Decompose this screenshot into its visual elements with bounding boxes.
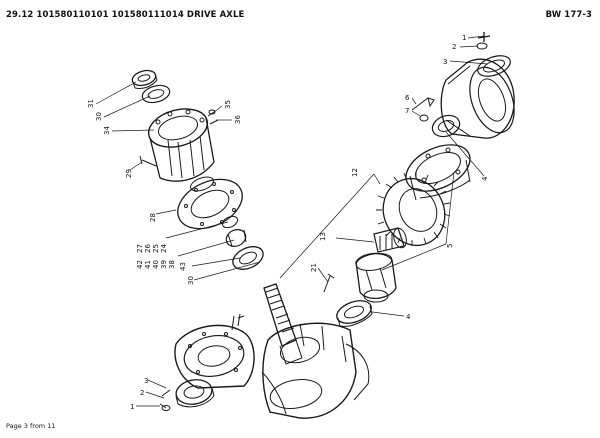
axle-housing-center — [261, 322, 370, 419]
callout-label: 30 — [187, 276, 195, 285]
brake-disc-28 — [177, 176, 243, 230]
callout-label: 27 — [136, 244, 144, 253]
callout-label: 4 — [406, 313, 411, 321]
callout-label: 6 — [405, 94, 410, 102]
callout-label: 7 — [405, 107, 409, 115]
callout-labels: 1 2 3 6 7 4 12 13 5 21 4 31 30 34 35 36 … — [87, 34, 489, 411]
callout-label: 12 — [351, 168, 359, 177]
pinion-gear-13 — [373, 227, 407, 253]
document-title: 29.12 101580110101 101580111014 DRIVE AX… — [6, 10, 245, 20]
callout-label: 3 — [144, 377, 148, 385]
callout-label: 34 — [103, 126, 111, 135]
page-indicator: Page 3 from 11 — [6, 422, 56, 430]
callout-label: 36 — [234, 115, 242, 124]
tapered-bearing-4 — [336, 300, 373, 327]
callout-label: 2 — [140, 389, 144, 397]
callout-label: 30 — [95, 112, 103, 121]
differential-case — [355, 252, 397, 303]
callout-label: 24 — [160, 244, 168, 253]
callout-label: 43 — [179, 262, 187, 271]
callout-label: 40 — [152, 260, 160, 269]
callout-label: 26 — [144, 244, 152, 253]
callout-label: 28 — [149, 213, 157, 222]
callout-label: 31 — [87, 99, 95, 108]
differential-carrier — [405, 144, 471, 201]
callout-label: 39 — [160, 260, 168, 269]
leader-lines — [95, 35, 489, 407]
callout-label: 3 — [443, 58, 447, 66]
callout-label: 41 — [144, 260, 152, 269]
seal-and-spacers — [221, 215, 264, 270]
callout-label: 5 — [446, 244, 454, 248]
lower-left-bearing — [159, 379, 215, 411]
upper-left-hub — [131, 69, 219, 182]
callout-label: 2 — [452, 43, 456, 51]
callout-label: 4 — [481, 176, 489, 181]
callout-label: 21 — [310, 263, 318, 272]
ring-gear — [376, 172, 451, 246]
pinion-shaft — [263, 283, 303, 365]
callout-label: 38 — [168, 260, 176, 269]
upper-right-housing — [411, 32, 515, 139]
callout-label: 13 — [319, 232, 327, 241]
callout-label: 1 — [130, 403, 134, 411]
callout-label: 1 — [462, 34, 466, 42]
lower-left-flange — [174, 313, 255, 389]
drawing-code: BW 177-3 — [545, 10, 592, 20]
callout-label: 29 — [125, 169, 133, 178]
bolt-21 — [323, 273, 335, 293]
callout-label: 42 — [136, 260, 144, 269]
callout-label: 35 — [224, 100, 232, 109]
callout-label: 25 — [152, 244, 160, 253]
